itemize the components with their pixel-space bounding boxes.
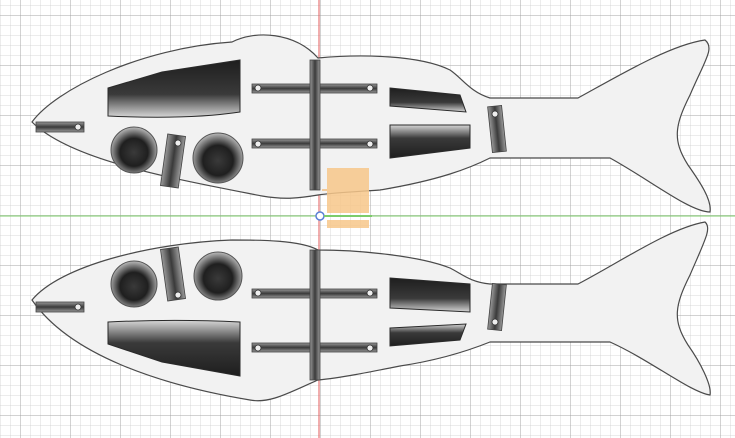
origin-point-icon[interactable] xyxy=(315,211,372,221)
slot-nose-bottom xyxy=(35,301,85,313)
weight-pocket-rear-top xyxy=(192,132,244,184)
cavity-front-bottom xyxy=(107,320,241,377)
cavity-front-top xyxy=(107,59,241,118)
slot-nose-top xyxy=(35,121,85,133)
fish-body-top[interactable] xyxy=(31,34,711,213)
cavity-rear-upper-top xyxy=(389,87,467,113)
selected-sketch-profile-upper[interactable] xyxy=(327,168,369,213)
slot-vertical-front-bottom xyxy=(160,246,186,302)
weight-pocket-front-top xyxy=(110,126,158,174)
slot-tail-top xyxy=(487,104,507,154)
weight-pocket-rear-bottom xyxy=(193,251,243,301)
cavity-rear-lower-bottom xyxy=(389,323,467,347)
joint-hinge-top xyxy=(309,59,321,191)
selected-sketch-profile-lower[interactable] xyxy=(327,220,369,228)
cavity-rear-lower-top xyxy=(389,124,471,159)
slot-tail-bottom xyxy=(487,282,507,332)
cavity-rear-upper-bottom xyxy=(389,277,471,313)
weight-pocket-front-bottom xyxy=(110,260,158,308)
joint-hinge-bottom xyxy=(309,249,321,381)
fish-body-bottom[interactable] xyxy=(31,221,711,402)
slot-vertical-front-top xyxy=(160,133,186,189)
